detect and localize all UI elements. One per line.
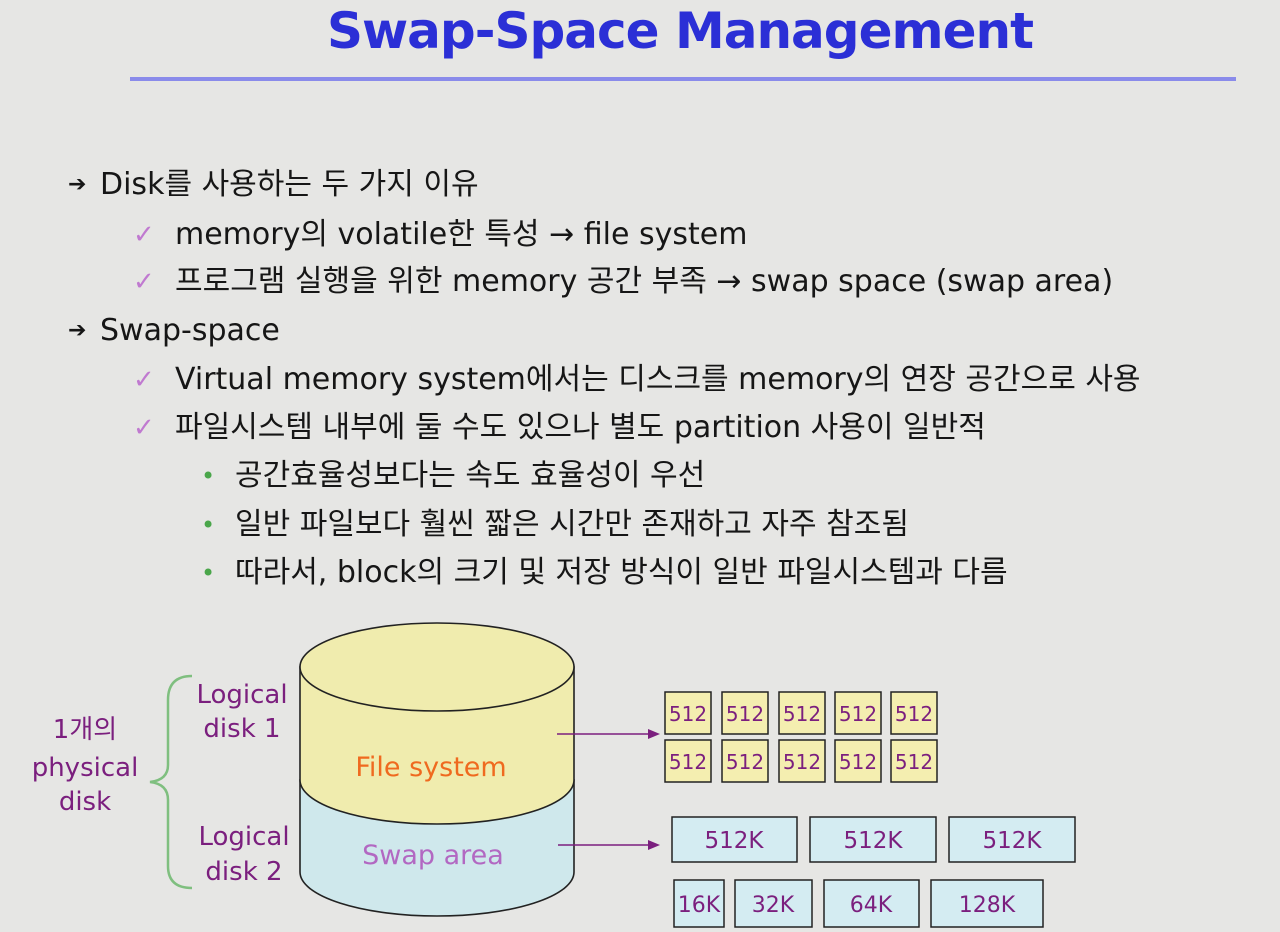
svg-text:512: 512 <box>669 750 707 774</box>
file-system-partition <box>299 666 575 825</box>
swap-block: 512K <box>809 816 937 863</box>
fs-block: 512 <box>721 739 769 783</box>
physical-disk-label-line: disk <box>59 787 111 817</box>
check-bullet-icon: ✓ <box>133 220 155 250</box>
svg-text:512K: 512K <box>844 828 904 854</box>
bullet-item: 파일시스템 내부에 둘 수도 있으나 별도 partition 사용이 일반적 <box>175 410 986 445</box>
dot-bullet-icon: • <box>201 462 216 490</box>
bullet-item: 프로그램 실행을 위한 memory 공간 부족 → swap space (s… <box>175 264 1114 299</box>
svg-text:512: 512 <box>783 750 821 774</box>
arrow-head-icon <box>648 729 660 739</box>
physical-disk-label-line: 1개의 <box>53 715 117 745</box>
fs-block: 512 <box>664 691 712 735</box>
svg-text:16K: 16K <box>678 893 721 918</box>
arrow-bullet-icon: ➔ <box>68 172 87 197</box>
svg-text:512: 512 <box>783 702 821 726</box>
svg-text:512: 512 <box>669 702 707 726</box>
check-bullet-icon: ✓ <box>133 413 155 443</box>
bullet-item: Swap-space <box>100 313 280 348</box>
svg-text:64K: 64K <box>850 893 893 918</box>
fs-block: 512 <box>890 691 938 735</box>
bullet-item: 공간효율성보다는 속도 효율성이 우선 <box>235 458 706 493</box>
fs-block: 512 <box>890 739 938 783</box>
fs-block: 512 <box>778 739 826 783</box>
logical-disk-1-label: disk 1 <box>203 714 280 744</box>
swap-block: 512K <box>671 816 798 863</box>
disk-partition-diagram: 1개의 physical disk Logical disk 1 Logical… <box>32 622 1076 928</box>
dot-bullet-icon: • <box>201 511 216 539</box>
svg-text:512: 512 <box>895 702 933 726</box>
physical-disk-label-line: physical <box>32 753 139 783</box>
svg-text:512K: 512K <box>705 828 765 854</box>
bullet-item: 일반 파일보다 훨씬 짧은 시간만 존재하고 자주 참조됨 <box>235 507 909 542</box>
fs-block: 512 <box>834 691 882 735</box>
title-underline <box>130 77 1236 81</box>
svg-text:512: 512 <box>895 750 933 774</box>
svg-text:512: 512 <box>839 702 877 726</box>
disk-top <box>299 622 575 712</box>
swap-block: 16K <box>673 879 725 928</box>
swap-area-label: Swap area <box>362 840 504 871</box>
check-bullet-icon: ✓ <box>133 267 155 297</box>
brace-icon <box>149 674 193 890</box>
fs-block: 512 <box>834 739 882 783</box>
bullet-item: Disk를 사용하는 두 가지 이유 <box>100 167 479 202</box>
fs-block: 512 <box>721 691 769 735</box>
svg-text:512: 512 <box>726 750 764 774</box>
fs-block: 512 <box>664 739 712 783</box>
fs-block: 512 <box>778 691 826 735</box>
arrow-head-icon <box>648 840 660 850</box>
svg-text:512: 512 <box>726 702 764 726</box>
check-bullet-icon: ✓ <box>133 365 155 395</box>
swap-block: 32K <box>734 879 813 928</box>
bullet-item: Virtual memory system에서는 디스크를 memory의 연장… <box>175 362 1141 397</box>
swap-block: 64K <box>823 879 920 928</box>
logical-disk-1-label: Logical <box>196 680 287 710</box>
svg-text:512K: 512K <box>983 828 1043 854</box>
swap-block: 512K <box>948 816 1076 863</box>
swap-block: 128K <box>930 879 1044 928</box>
bullet-item: memory의 volatile한 특성 → file system <box>175 217 748 252</box>
svg-text:512: 512 <box>839 750 877 774</box>
logical-disk-2-label: disk 2 <box>205 857 282 887</box>
file-system-label: File system <box>355 752 506 783</box>
logical-disk-2-label: Logical <box>198 822 289 852</box>
dot-bullet-icon: • <box>201 559 216 587</box>
svg-text:128K: 128K <box>959 893 1016 918</box>
svg-text:32K: 32K <box>752 893 795 918</box>
slide-title: Swap-Space Management <box>326 2 1034 60</box>
bullet-item: 따라서, block의 크기 및 저장 방식이 일반 파일시스템과 다름 <box>235 555 1008 590</box>
arrow-bullet-icon: ➔ <box>68 318 87 343</box>
